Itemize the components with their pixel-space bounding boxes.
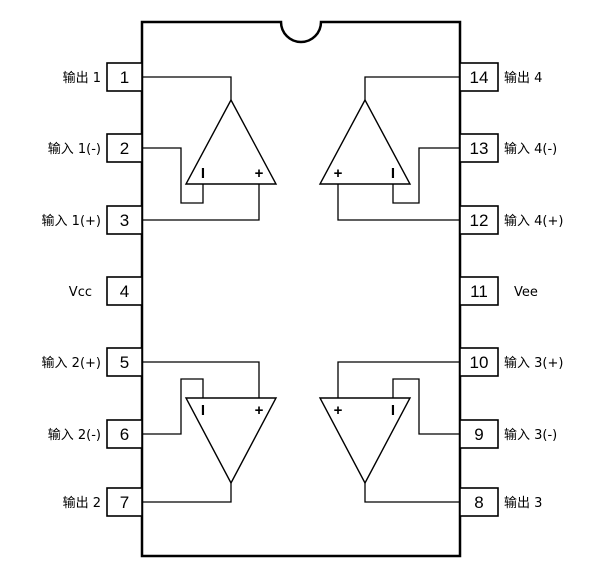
op-amp-4-triangle: [318, 98, 412, 185]
pin-8-box: [459, 487, 499, 517]
op-amp-2: I +: [184, 397, 278, 485]
op-amp-4-noninverting-symbol: +: [334, 165, 343, 182]
wire-pin1-output: [142, 76, 232, 100]
op-amp-3-triangle: [318, 397, 412, 485]
op-amp-3: + I: [318, 397, 412, 485]
pin-10-number: 10: [470, 353, 489, 372]
pin-4-number: 4: [120, 282, 129, 301]
pin-14-box: [459, 62, 499, 92]
pin-5-box: [106, 347, 143, 377]
pin-14-label: 输出 4: [504, 70, 542, 86]
wire-pin14-output: [364, 76, 460, 100]
wiring: [142, 76, 460, 503]
pin-5-label: 输入 2(+): [42, 355, 101, 371]
pin-12-label: 输入 4(+): [504, 213, 563, 229]
pin-3-box: [106, 205, 143, 235]
pin-7-box: [106, 487, 143, 517]
pin-6-number: 6: [120, 425, 129, 444]
right-pins: 14 输出 4 13 输入 4(-) 12 输入 4(+) 11 Vee 10 …: [459, 62, 563, 517]
wire-pin6-inverting: [142, 378, 204, 435]
pin-2-number: 2: [120, 139, 129, 158]
pin-11-label: Vee: [514, 285, 538, 300]
op-amp-2-inverting-symbol: I: [201, 402, 205, 419]
op-amp-3-noninverting-symbol: +: [334, 402, 343, 419]
pin-2-label: 输入 1(-): [48, 141, 101, 157]
chip-body: [140, 20, 462, 558]
pin-8-label: 输出 3: [504, 495, 542, 511]
pin-9-number: 9: [474, 425, 483, 444]
pin-14-number: 14: [470, 68, 489, 87]
pin-9-box: [459, 419, 499, 449]
pin-6-label: 输入 2(-): [48, 427, 101, 443]
pin-3-number: 3: [120, 211, 129, 230]
pin-13-label: 输入 4(-): [504, 141, 557, 157]
pin-7-label: 输出 2: [63, 495, 101, 511]
pin-12-number: 12: [470, 211, 489, 230]
op-amp-3-inverting-symbol: I: [391, 402, 395, 419]
pin-1-number: 1: [120, 68, 129, 87]
pin-1-box: [106, 62, 143, 92]
op-amp-2-triangle: [184, 397, 278, 485]
pin-13-box: [459, 133, 499, 163]
op-amp-1-noninverting-symbol: +: [255, 165, 264, 182]
pin-10-label: 输入 3(+): [504, 355, 563, 371]
pin-13-number: 13: [470, 139, 489, 158]
pin-6-box: [106, 419, 143, 449]
pin-11-box: [459, 276, 499, 306]
wire-pin7-output: [142, 483, 232, 503]
op-amp-1: I +: [184, 98, 278, 185]
op-amp-1-triangle: [184, 98, 278, 185]
pin-4-box: [106, 276, 143, 306]
pin-9-label: 输入 3(-): [504, 427, 557, 443]
op-amp-4: + I: [318, 98, 412, 185]
wire-pin13-inverting: [392, 147, 460, 204]
wire-pin9-inverting: [392, 378, 460, 435]
pin-11-number: 11: [470, 282, 488, 301]
wire-pin2-inverting: [142, 147, 204, 204]
op-amp-4-inverting-symbol: I: [391, 165, 395, 182]
wire-pin12-noninverting: [337, 184, 460, 221]
wire-pin10-noninverting: [337, 361, 460, 398]
pin-3-label: 输入 1(+): [42, 213, 101, 229]
op-amp-1-inverting-symbol: I: [201, 165, 205, 182]
left-pins: 1 输出 1 2 输入 1(-) 3 输入 1(+) 4 Vcc 5 输入 2(…: [42, 62, 143, 517]
pin-5-number: 5: [120, 353, 129, 372]
pin-8-number: 8: [474, 493, 483, 512]
pin-10-box: [459, 347, 499, 377]
pin-7-number: 7: [120, 493, 129, 512]
wire-pin3-noninverting: [142, 184, 260, 221]
op-amp-2-noninverting-symbol: +: [255, 402, 264, 419]
pin-4-label: Vcc: [69, 285, 92, 300]
pin-2-box: [106, 133, 143, 163]
wire-pin5-noninverting: [142, 361, 260, 398]
pin-1-label: 输出 1: [63, 70, 101, 86]
wire-pin8-output: [364, 483, 460, 503]
pin-12-box: [459, 205, 499, 235]
